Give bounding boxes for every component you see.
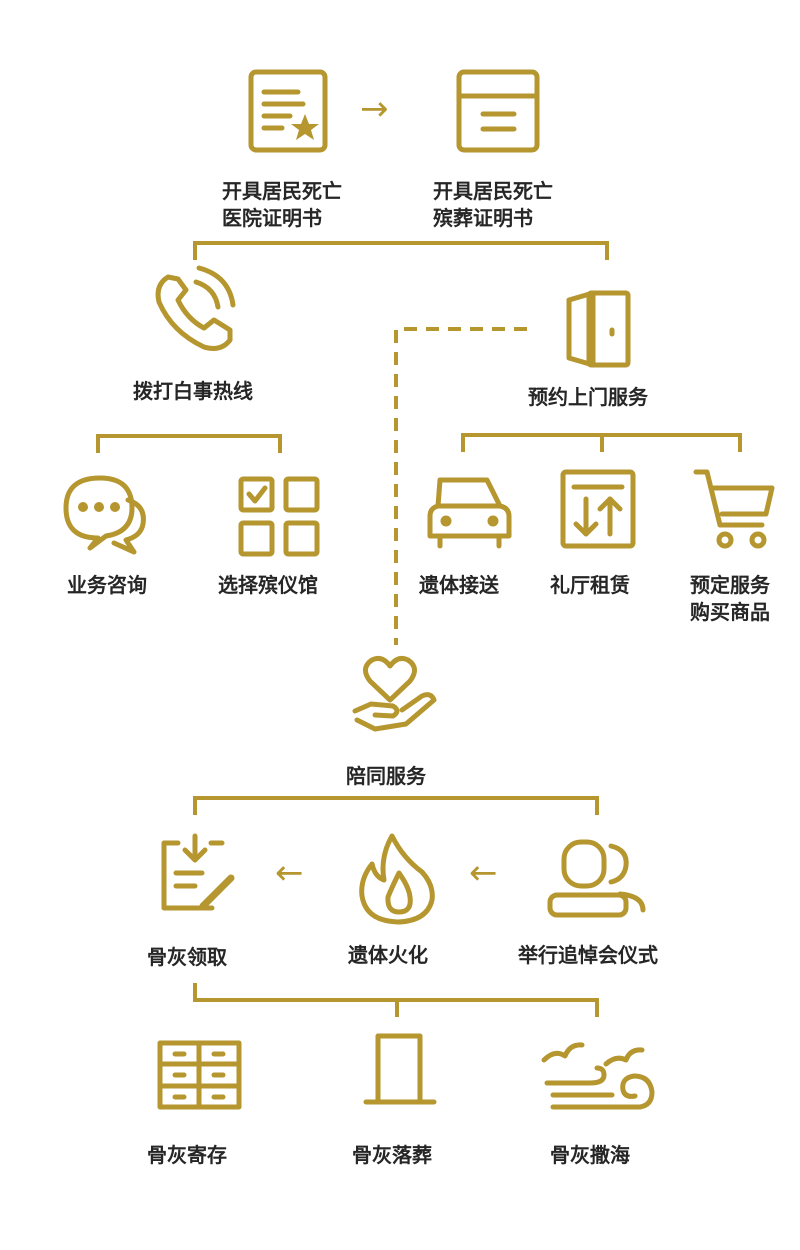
label-hotline: 拨打白事热线 [133, 379, 253, 403]
label-memorial: 举行追悼会仪式 [518, 943, 658, 967]
label-ash-burial: 骨灰落葬 [352, 1143, 432, 1167]
car-icon [427, 477, 512, 549]
sea-birds-icon [541, 1042, 655, 1110]
bracket-accompany [193, 796, 599, 815]
elevator-arrows-icon [560, 469, 636, 549]
download-pen-icon [161, 833, 235, 911]
people-icon [547, 839, 646, 918]
bracket-certificates [193, 241, 609, 260]
label-accompany: 陪同服务 [346, 764, 426, 788]
label-hospital-certificate: 开具居民死亡 医院证明书 [222, 179, 342, 230]
label-ash-storage: 骨灰寄存 [147, 1143, 227, 1167]
storage-cabinet-icon [157, 1040, 242, 1110]
label-home-service: 预约上门服务 [528, 385, 648, 409]
arrow-left-cremation: ← [469, 853, 498, 893]
label-consult: 业务咨询 [67, 573, 147, 597]
label-ash-collect: 骨灰领取 [147, 945, 227, 969]
flame-icon [359, 833, 435, 925]
label-choose-funeral-home: 选择殡仪馆 [218, 573, 318, 597]
label-ash-sea: 骨灰撒海 [550, 1143, 630, 1167]
label-cremation: 遗体火化 [348, 943, 428, 967]
bracket-hotline [96, 434, 282, 453]
chat-bubbles-icon [63, 475, 146, 555]
arrow-right-certificates: → [360, 89, 389, 129]
tombstone-icon [363, 1033, 437, 1105]
label-transport: 遗体接送 [419, 573, 499, 597]
heart-hand-icon [352, 656, 437, 732]
document-list-icon [456, 69, 540, 153]
dashed-path [394, 327, 527, 645]
label-book-buy: 预定服务 购买商品 [690, 573, 770, 624]
label-funeral-certificate: 开具居民死亡 殡葬证明书 [433, 179, 553, 230]
shopping-cart-icon [693, 469, 775, 549]
arrow-left-collect: ← [275, 853, 304, 893]
grid-checkbox-icon [238, 476, 320, 557]
phone-call-icon [155, 265, 236, 351]
certificate-star-icon [248, 69, 328, 153]
door-icon [566, 290, 631, 368]
label-hall-rental: 礼厅租赁 [550, 573, 630, 597]
